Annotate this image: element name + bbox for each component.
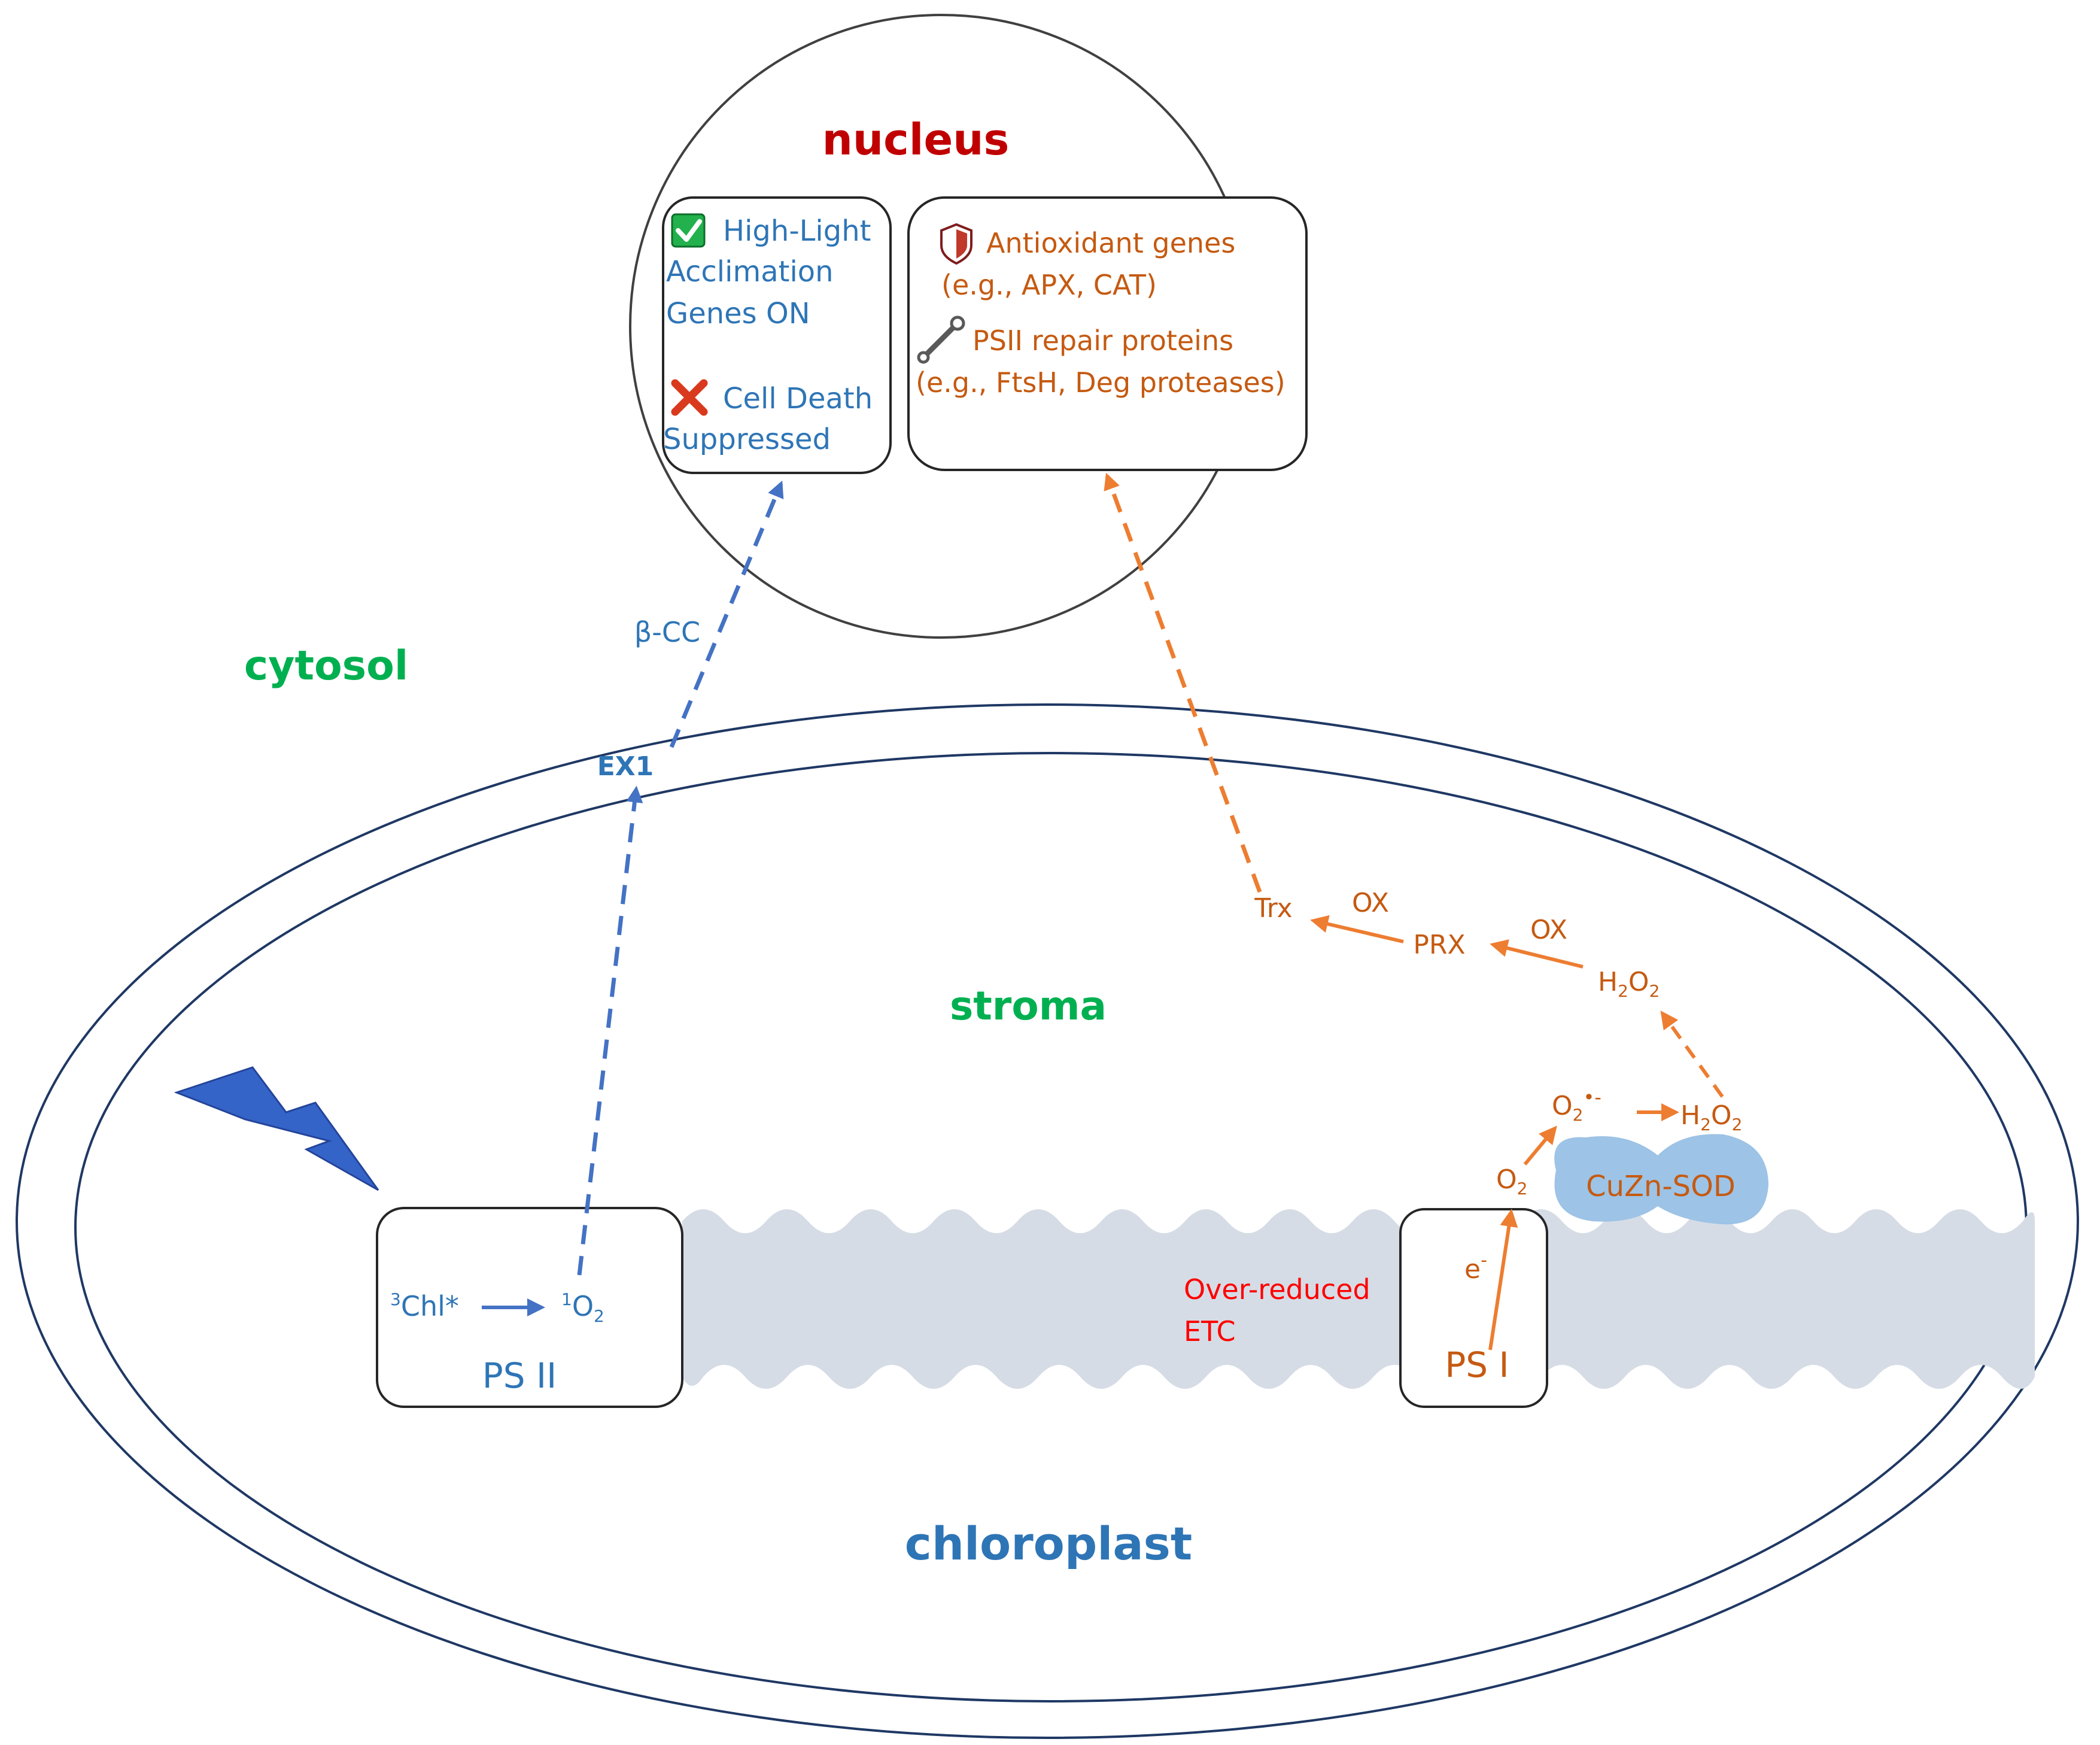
- ps1-complex: [1399, 1208, 1548, 1408]
- hydrogen-peroxide-label-lower: H2O2: [1680, 1100, 1742, 1134]
- ps1-title: PS I: [1445, 1345, 1509, 1385]
- check-icon: [671, 213, 706, 248]
- singlet-oxygen: 1O2: [561, 1289, 604, 1326]
- thylakoid-membrane: [682, 1209, 2035, 1389]
- oxidation-label-1: OX: [1530, 915, 1567, 945]
- ps2-title: PS II: [482, 1355, 557, 1396]
- wrench-icon: [917, 315, 965, 364]
- lightning-icon: [174, 1066, 379, 1191]
- peroxide-diffusion-arrow: [1660, 1010, 1724, 1098]
- nucleus-box-antioxidant: [907, 196, 1308, 471]
- electron-transfer-arrow: [1488, 1209, 1518, 1351]
- beta-cc-signal-arrow: [669, 480, 784, 748]
- over-reduced-label: Over-reduced: [1184, 1273, 1370, 1306]
- nucleus-box-acclimation: [662, 196, 892, 474]
- electron-label: e-: [1464, 1250, 1487, 1285]
- oxygen-to-superoxide-arrow: [1523, 1125, 1557, 1166]
- peroxide-to-prx-arrow: [1490, 939, 1584, 969]
- superoxide-label: O2•-: [1552, 1086, 1601, 1125]
- cell-death-line-2: Suppressed: [663, 423, 831, 456]
- trx-label: Trx: [1254, 893, 1292, 924]
- repair-line-2: (e.g., FtsH, Deg proteases): [916, 366, 1285, 399]
- beta-cc-label: β-CC: [634, 616, 700, 648]
- ex1-label: EX1: [597, 751, 654, 782]
- acclimation-line-3: Genes ON: [666, 297, 810, 330]
- cytosol-label: cytosol: [244, 642, 408, 690]
- prx-to-trx-arrow: [1310, 915, 1404, 943]
- cross-icon: [671, 379, 708, 416]
- shield-icon: [940, 223, 972, 265]
- stroma-label: stroma: [950, 983, 1107, 1029]
- antioxidant-line-2: (e.g., APX, CAT): [941, 269, 1157, 301]
- prx-label: PRX: [1413, 930, 1465, 960]
- etc-label: ETC: [1184, 1315, 1236, 1348]
- trx-signal-arrow: [1104, 472, 1262, 893]
- nucleus-label: nucleus: [822, 114, 1010, 165]
- acclimation-line-2: Acclimation: [666, 255, 834, 289]
- cuzn-sod-enzyme: [1554, 1134, 1768, 1225]
- hydrogen-peroxide-label-upper: H2O2: [1598, 967, 1660, 1001]
- antioxidant-line-1: Antioxidant genes: [986, 227, 1235, 259]
- chloroplast-label: chloroplast: [905, 1517, 1192, 1570]
- oxidation-label-2: OX: [1352, 888, 1389, 918]
- chloroplast-outer-membrane: [16, 703, 2079, 1739]
- oxygen-label: O2: [1496, 1164, 1527, 1198]
- singlet-oxygen-signal-arrow: [577, 785, 643, 1276]
- cuzn-sod-label: CuZn-SOD: [1586, 1170, 1736, 1203]
- repair-line-1: PSII repair proteins: [972, 324, 1233, 357]
- acclimation-line-1: High-Light: [723, 214, 871, 248]
- cell-death-line-1: Cell Death: [723, 382, 873, 415]
- triplet-chlorophyll: 3Chl*: [390, 1289, 459, 1322]
